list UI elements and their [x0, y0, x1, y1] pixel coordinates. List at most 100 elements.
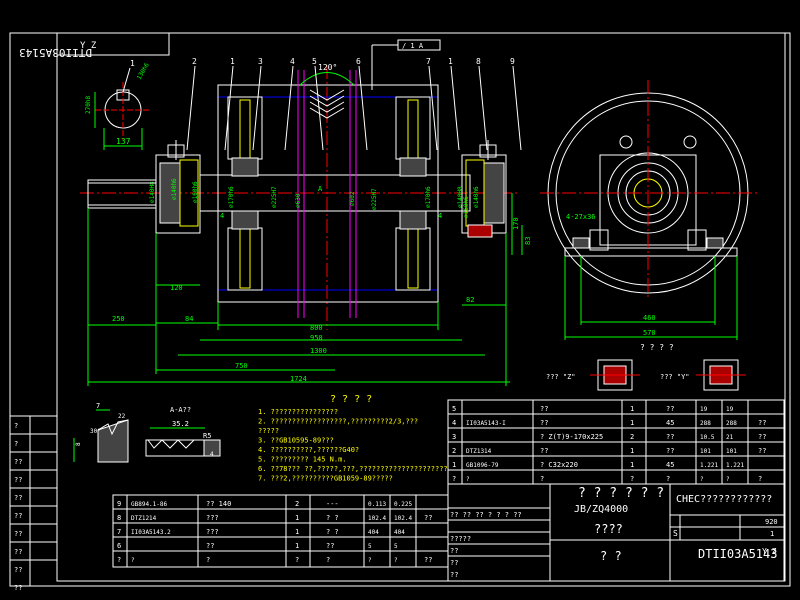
bom-cell-weight-total: ? [394, 557, 398, 564]
bom-cell-weight-unit: ? [368, 557, 372, 564]
left-table-cell: ?? [14, 512, 22, 520]
bom-cell-name: ??? [206, 514, 219, 522]
bom-cell-weight-unit: ? [700, 476, 704, 483]
note-line: 3. ??GB10595-89??? [258, 437, 334, 445]
dim-570: 570 [643, 329, 656, 337]
bom-cell-name: ? [540, 475, 544, 483]
drawing-number-bottom: DTII03A5143 [698, 547, 777, 561]
svg-text:⌀140H8: ⌀140H8 [149, 181, 156, 203]
callout-leader [224, 65, 234, 151]
left-table-cell: ?? [14, 548, 22, 556]
bom-cell-qty: ? [295, 556, 299, 564]
callout-number: 7 [426, 57, 431, 66]
bom-cell-material: ? [326, 556, 330, 564]
bom-cell-code: GB894.1-86 [131, 501, 168, 508]
title-sub: ???? [594, 522, 623, 536]
bom-cell-name: ?? [540, 419, 548, 427]
bom-cell-no: 7 [117, 528, 121, 536]
svg-text:A: A [318, 185, 323, 193]
dim-1724: 1724 [290, 375, 307, 383]
bom-cell-weight-total: 102.4 [394, 515, 412, 522]
bom-upper-table [447, 399, 785, 485]
right-bearing-housing [461, 140, 507, 238]
bom-cell-code: DTZ1214 [131, 515, 157, 522]
end-discs [227, 96, 431, 291]
callout-leader [358, 65, 368, 151]
bom-cell-qty: 1 [295, 528, 299, 536]
bom-cell-material: --- [326, 500, 339, 508]
bom-cell-no: 9 [117, 500, 121, 508]
bom-cell-name: ??? [206, 528, 219, 536]
callout-number: 5 [312, 57, 317, 66]
angle-arc [299, 72, 355, 86]
svg-text:⌀602: ⌀602 [349, 191, 356, 206]
groove-detail [73, 409, 221, 463]
svg-text:⌀140H8: ⌀140H8 [457, 186, 464, 208]
dim-460: 460 [643, 314, 656, 322]
left-table-cell: ?? [14, 584, 22, 592]
weight: 920 [765, 518, 778, 526]
left-table-cell: ? [14, 422, 18, 430]
svg-text:4: 4 [438, 212, 442, 220]
dim-7: 7 [96, 402, 100, 410]
svg-text:⌀160h6: ⌀160h6 [192, 181, 199, 203]
bom-cell-weight-unit: 102.4 [368, 515, 386, 522]
bom-cell-weight-total: ? [726, 476, 730, 483]
view-y-label: ??? "Y" [660, 373, 690, 381]
company: CHEC???????????? [676, 494, 772, 505]
bom-cell-weight-unit: 404 [368, 529, 379, 536]
callout-number: 8 [476, 57, 481, 66]
note-line: 5. ????????? 145 N.m. [258, 456, 347, 464]
bom-cell-no: 8 [117, 514, 121, 522]
bom-cell-note: ?? [758, 447, 766, 455]
herringbone-pattern [309, 89, 345, 119]
angle-label: 120° [318, 63, 337, 72]
dim-1300: 1300 [310, 347, 327, 355]
bom-cell-material: ? ? [326, 514, 339, 522]
drawing-number-rotated-suffix: Y Z [80, 41, 97, 51]
bom-cell-material: 45 [666, 461, 674, 469]
callout-number: 4 [290, 57, 295, 66]
bom-cell-note: ? [758, 475, 762, 483]
bom-cell-weight-unit: 288 [700, 420, 711, 427]
callout-number: 3 [258, 57, 263, 66]
callout-leader [450, 65, 460, 151]
bom-cell-qty: 1 [630, 405, 634, 413]
dim-250: 250 [112, 315, 125, 323]
bom-cell-qty: ? [630, 475, 634, 483]
view-y [696, 359, 746, 391]
bom-cell-weight-unit: 0.113 [368, 501, 386, 508]
dim-750: 750 [235, 362, 248, 370]
svg-text:4: 4 [220, 212, 224, 220]
svg-text:⌀170h6: ⌀170h6 [425, 186, 432, 208]
bom-cell-name: ?? [206, 542, 214, 550]
standard: JB/ZQ4000 [574, 504, 628, 515]
bom-cell-material: ?? [666, 433, 674, 441]
bom-cell-note: ?? [424, 556, 432, 564]
left-revision-table [10, 415, 57, 586]
bom-cell-note: ?? [424, 514, 432, 522]
note-line: ????? [258, 427, 279, 435]
bom-cell-material: ?? [666, 447, 674, 455]
callout-leader [252, 65, 262, 151]
row-c: ?? [450, 559, 458, 567]
row-a: ????? [450, 535, 471, 543]
bom-cell-name: ? C32x220 [540, 461, 578, 469]
row-d: ?? [450, 571, 458, 579]
s-label: S [673, 529, 678, 538]
left-table-cell: ?? [14, 530, 22, 538]
svg-text:⌀160h6: ⌀160h6 [463, 196, 470, 218]
left-table-cell: ?? [14, 566, 22, 574]
callout-leader [428, 65, 438, 151]
view-z-label: ??? "Z" [546, 373, 576, 381]
bom-cell-qty: 1 [295, 514, 299, 522]
inner-frame [56, 32, 786, 582]
bom-cell-code: ? [131, 557, 135, 564]
bom-cell-note: ?? [758, 419, 766, 427]
bom-cell-name: ?? [540, 405, 548, 413]
dim-82: 82 [466, 296, 474, 304]
dim-800: 800 [310, 324, 323, 332]
qty-one: 1 [770, 530, 774, 538]
hidden-lines [297, 70, 357, 318]
dim-950: 950 [310, 334, 323, 342]
